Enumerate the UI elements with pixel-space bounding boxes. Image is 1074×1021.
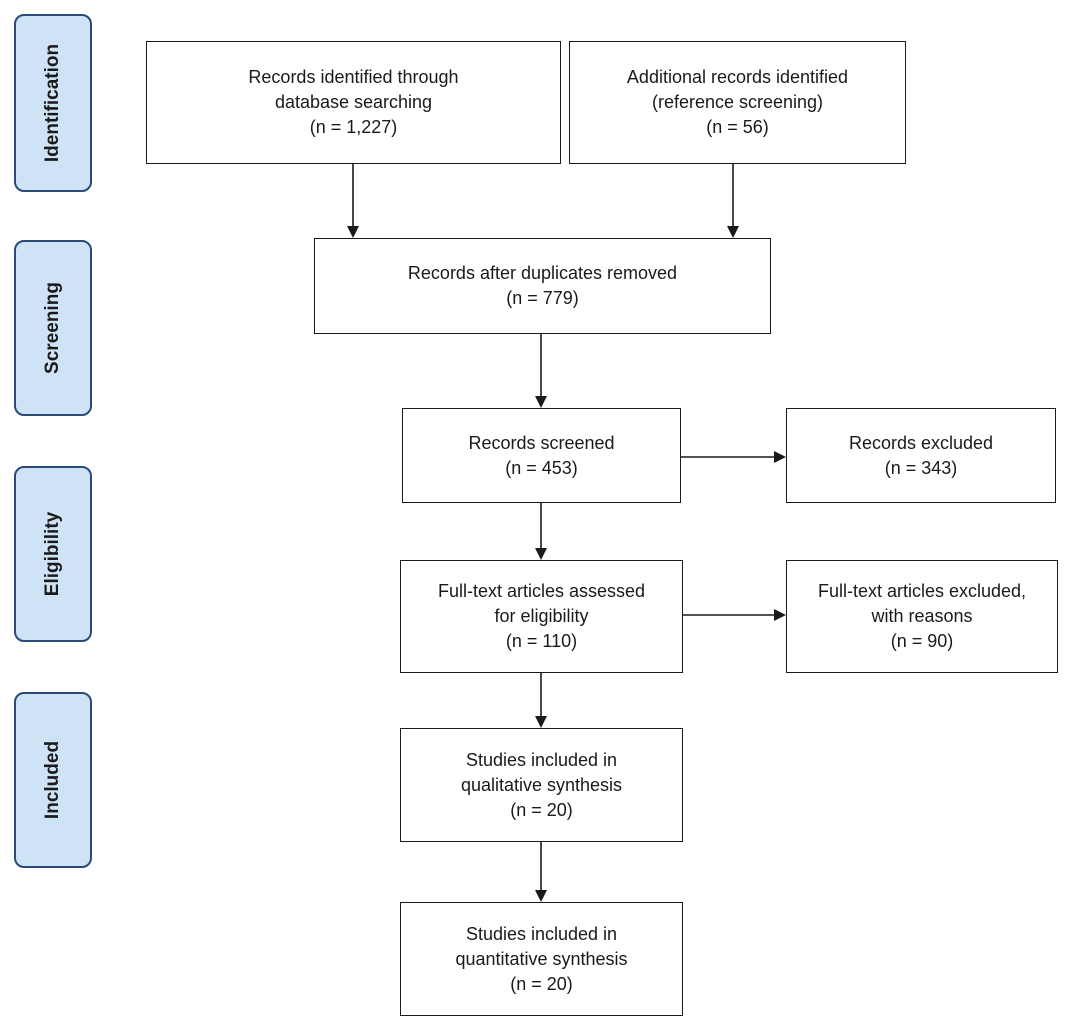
duplicates-removed-box: Records after duplicates removed (n = 77… xyxy=(314,238,771,334)
arrow-screened-to-fulltext xyxy=(535,503,547,560)
fulltext-excluded-box: Full-text articles excluded, with reason… xyxy=(786,560,1058,673)
fulltext-excluded-label-2: with reasons xyxy=(871,606,973,626)
qualitative-synthesis-label-2: qualitative synthesis xyxy=(460,774,623,795)
fulltext-excluded-label-1: Full-text articles excluded, xyxy=(817,581,1027,601)
records-screened-count: (n = 453) xyxy=(505,457,578,478)
arrow-additional-to-duplicates xyxy=(727,164,739,238)
records-screened-box: Records screened (n = 453) xyxy=(402,408,681,503)
database-search-label-1: Records identified through xyxy=(248,67,459,87)
stage-identification-label: Identification xyxy=(42,43,64,163)
quantitative-synthesis-label-1: Studies included in xyxy=(465,923,618,944)
records-excluded-box: Records excluded (n = 343) xyxy=(786,408,1056,503)
fulltext-assessed-count: (n = 110) xyxy=(505,631,578,651)
stage-identification: Identification xyxy=(14,14,92,192)
additional-records-label-2: (reference screening) xyxy=(651,92,824,112)
stage-screening-label: Screening xyxy=(42,282,63,374)
additional-records-box: Additional records identified (reference… xyxy=(569,41,906,164)
records-screened-label-1: Records screened xyxy=(468,432,615,453)
stage-included: Included xyxy=(14,692,92,868)
fulltext-assessed-box: Full-text articles assessed for eligibil… xyxy=(400,560,683,673)
additional-records-count: (n = 56) xyxy=(706,117,769,137)
qualitative-synthesis-count: (n = 20) xyxy=(510,799,573,820)
fulltext-assessed-label-2: for eligibility xyxy=(494,606,589,626)
qualitative-synthesis-box: Studies included in qualitative synthesi… xyxy=(400,728,683,842)
quantitative-synthesis-box: Studies included in quantitative synthes… xyxy=(400,902,683,1016)
stage-eligibility: Eligibility xyxy=(14,466,92,642)
database-search-count: (n = 1,227) xyxy=(309,117,398,137)
arrow-screened-to-excluded xyxy=(681,451,786,463)
arrow-fulltext-to-excluded xyxy=(683,609,786,621)
stage-screening: Screening xyxy=(14,240,92,416)
qualitative-synthesis-label-1: Studies included in xyxy=(465,749,618,770)
records-excluded-label-1: Records excluded xyxy=(848,432,994,453)
fulltext-excluded-count: (n = 90) xyxy=(890,631,954,651)
arrow-qualitative-to-quantitative xyxy=(535,842,547,902)
fulltext-assessed-label-1: Full-text articles assessed xyxy=(437,581,646,601)
quantitative-synthesis-count: (n = 20) xyxy=(510,973,573,994)
duplicates-removed-count: (n = 779) xyxy=(506,288,579,308)
stage-included-label: Included xyxy=(42,740,63,820)
additional-records-label-1: Additional records identified xyxy=(626,67,849,87)
quantitative-synthesis-label-2: quantitative synthesis xyxy=(455,948,628,969)
arrow-fulltext-to-qualitative xyxy=(535,673,547,728)
duplicates-removed-label-1: Records after duplicates removed xyxy=(407,263,678,283)
stage-eligibility-label: Eligibility xyxy=(42,511,64,597)
arrow-database-to-duplicates xyxy=(347,164,359,238)
database-search-label-2: database searching xyxy=(274,92,433,112)
records-excluded-count: (n = 343) xyxy=(884,457,958,478)
arrow-duplicates-to-screened xyxy=(535,334,547,408)
database-search-box: Records identified through database sear… xyxy=(146,41,561,164)
